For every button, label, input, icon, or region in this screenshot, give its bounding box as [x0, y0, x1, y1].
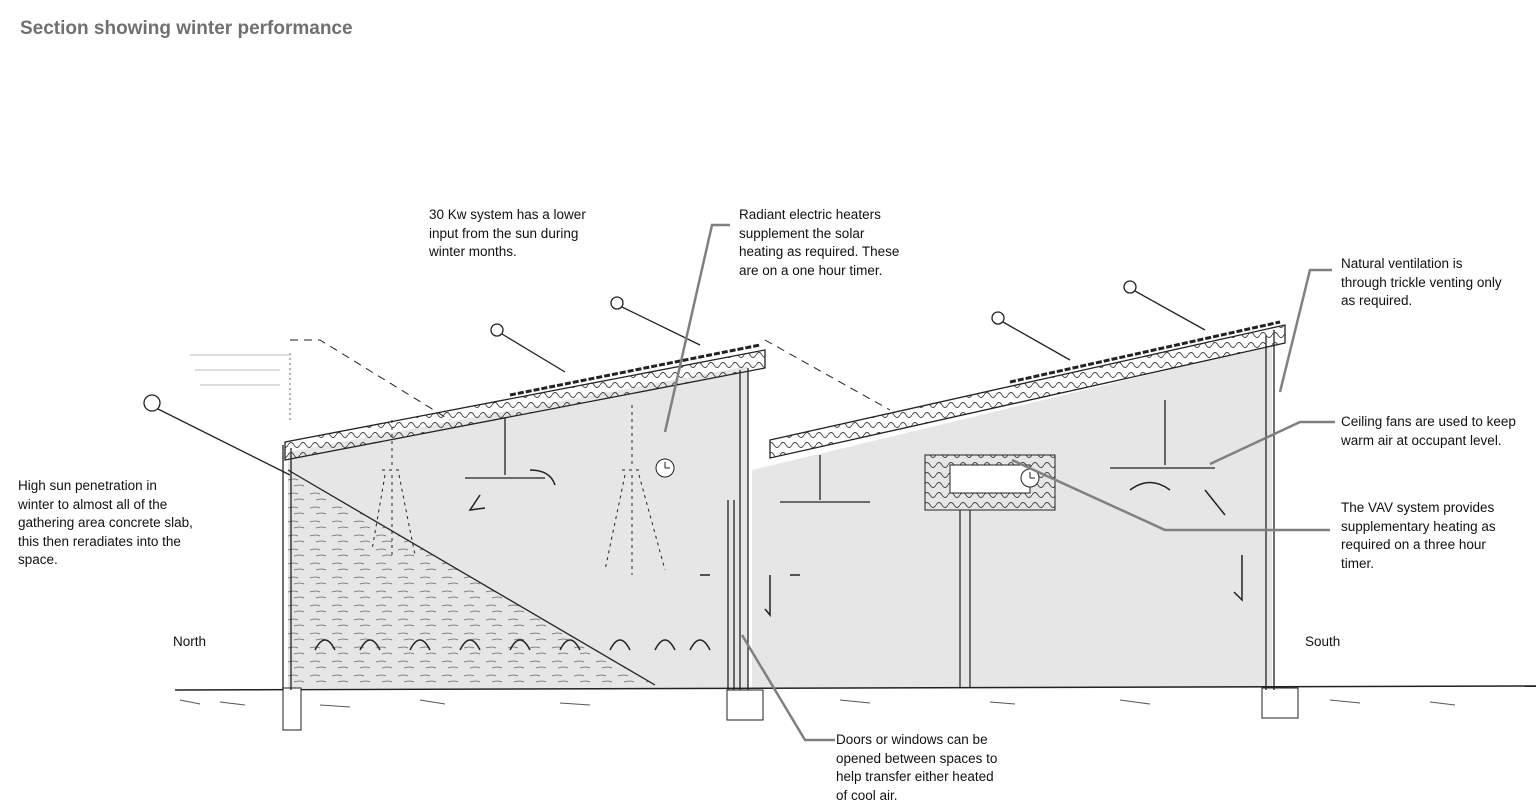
- middle-wall: [727, 368, 749, 690]
- footing-south: [1261, 687, 1299, 719]
- label-south: South: [1305, 634, 1341, 649]
- radiant-heater-icon: [371, 405, 666, 575]
- column: [959, 510, 971, 688]
- footing-north: [282, 687, 302, 731]
- callout-leader: [663, 223, 1335, 742]
- annotation-vav-system: The VAV system provides supplementary he…: [1341, 500, 1496, 571]
- south-wall: [1265, 330, 1275, 690]
- annotation-radiant-heaters: Radiant electric heaters supplement the …: [739, 207, 900, 278]
- right-roof: [769, 324, 1286, 459]
- footing-middle: [726, 689, 764, 721]
- sun-icon: [143, 280, 1206, 476]
- left-roof: [284, 349, 766, 461]
- solar-panels-right: [1009, 320, 1281, 384]
- annotation-ceiling-fans: Ceiling fans are used to keep warm air a…: [1341, 414, 1516, 448]
- right-space-fill: [752, 345, 1272, 688]
- page-title: Section showing winter performance: [20, 18, 353, 39]
- ground-line: [174, 685, 1536, 691]
- north-wall: [282, 445, 292, 690]
- annotation-sun-penetration: High sun penetration in winter to almost…: [18, 478, 193, 567]
- label-north: North: [173, 634, 207, 649]
- annotation-natural-ventilation: Natural ventilation is through trickle v…: [1341, 256, 1502, 308]
- solar-panels-left: [509, 343, 761, 397]
- annotation-solar-system: 30 Kw system has a lower input from the …: [429, 207, 586, 259]
- annotation-doors-windows: Doors or windows can be opened between s…: [836, 732, 998, 803]
- sun-angle-line: [287, 469, 656, 686]
- ceiling-fan-icon: [465, 400, 1215, 503]
- airflow-arrow-icon: [314, 469, 1243, 651]
